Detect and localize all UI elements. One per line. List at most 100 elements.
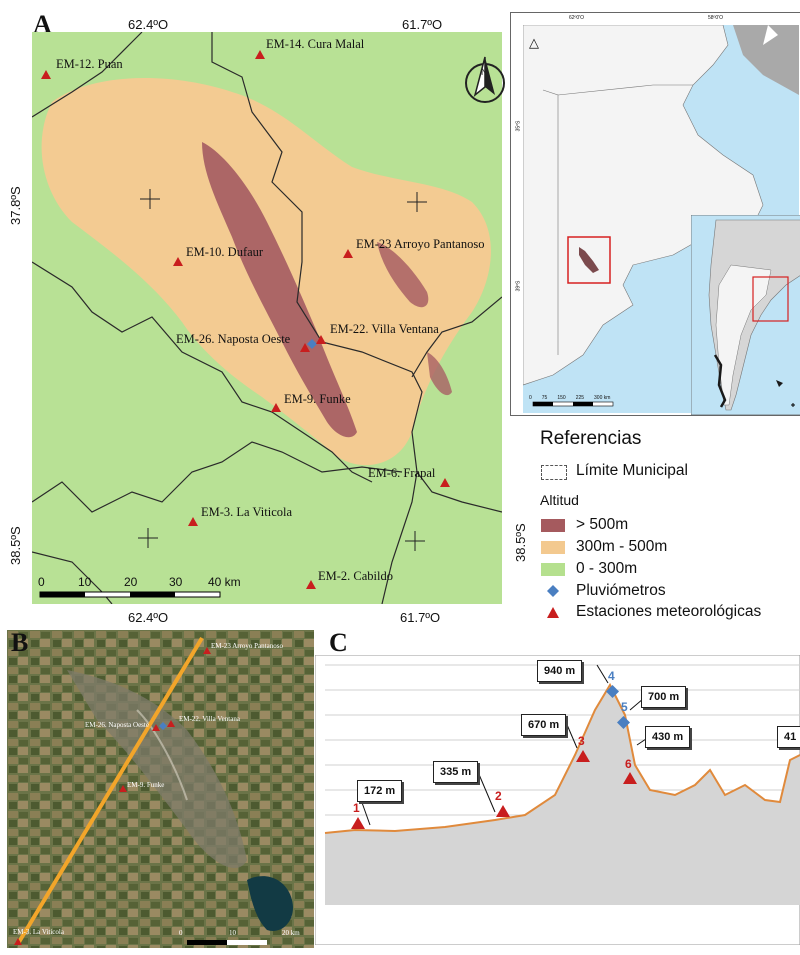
swatch-mid — [541, 541, 565, 554]
legend-mid-label: 300m - 500m — [576, 538, 668, 555]
profile-station-icon — [351, 817, 365, 829]
scale-label-40: 40 km — [208, 575, 241, 589]
station-icon — [343, 249, 353, 258]
inset-left-coord-2: 39ºS — [515, 280, 522, 292]
terrain-map — [32, 32, 502, 604]
elevation-callout-5: 700 m — [641, 686, 687, 708]
legend-altitude-title: Altitud — [540, 492, 579, 508]
inset-scale-225: 225 — [575, 395, 585, 401]
elevation-callout-1: 172 m — [357, 780, 403, 802]
station-label-naposta-oeste: EM-26. Naposta Oeste — [176, 332, 291, 346]
station-icon — [306, 580, 316, 589]
elevation-callout-6: 430 m — [645, 726, 691, 748]
station-label-villa-ventana: EM-22. Villa Ventana — [330, 322, 439, 336]
station-icon — [41, 70, 51, 79]
profile-station-icon — [496, 805, 510, 817]
elevation-callout-7: 41 — [777, 726, 800, 748]
profile-pluviometer-icon — [617, 716, 630, 729]
station-icon — [271, 403, 281, 412]
legend-low-label: 0 - 300m — [576, 560, 638, 577]
legend: Referencias Límite Municipal Altitud > 5… — [520, 428, 800, 628]
sat-label-villa-ventana: EM-22. Villa Ventana — [179, 715, 240, 723]
bottom-coord-1: 62.4ºO — [128, 610, 169, 625]
station-icon — [255, 50, 265, 59]
inset-map-graphic — [523, 25, 799, 413]
profile-station-icon — [576, 750, 590, 762]
point-number-1: 1 — [353, 801, 360, 815]
station-label-frapal: EM-6. Frapal — [368, 466, 436, 480]
point-number-6: 6 — [625, 757, 632, 771]
station-label-la-viticola: EM-3. La Viticola — [201, 505, 293, 519]
station-icon — [316, 335, 326, 344]
swatch-low — [541, 563, 565, 576]
inset-left-coord-1: 35ºS — [515, 120, 522, 132]
station-icon — [188, 517, 198, 526]
station-icon — [173, 257, 183, 266]
legend-pluvio-label: Pluviómetros — [576, 582, 666, 599]
station-icon — [167, 720, 175, 727]
sat-scale-20: 20 km — [282, 929, 300, 937]
satellite-image — [7, 630, 314, 948]
sat-label-arroyo-pantanoso: EM-23 Arroyo Pantanoso — [211, 642, 283, 650]
inset-scale-0: 0 — [529, 395, 532, 401]
pluviometer-icon — [307, 339, 317, 349]
scale-label-30: 30 — [169, 575, 183, 589]
station-icon — [152, 724, 160, 731]
sat-scale-10: 10 — [229, 929, 236, 937]
inset-north-icon: △ — [529, 35, 539, 50]
station-label-cabildo: EM-2. Cabildo — [318, 569, 393, 583]
inset-scale-150: 150 — [557, 395, 566, 401]
pluviometer-legend-icon — [547, 585, 559, 597]
station-label-cura-malal: EM-14. Cura Malal — [266, 37, 365, 51]
scale-label-20: 20 — [124, 575, 138, 589]
inset-scale-75: 75 — [541, 395, 548, 401]
panel-a-letter: A — [33, 10, 52, 39]
scale-label-0: 0 — [38, 575, 45, 589]
inset-top-coord-2: 58º0'O — [708, 15, 724, 21]
station-label-arroyo-pantanoso: EM-23 Arroyo Pantanoso — [356, 237, 485, 251]
station-label-funke: EM-9. Funke — [284, 392, 351, 406]
bottom-coord-2: 61.7ºO — [400, 610, 441, 625]
elevation-callout-3: 670 m — [521, 714, 567, 736]
sat-label-la-viticola: EM-3. La Viticola — [13, 928, 64, 936]
sat-scale-0: 0 — [179, 929, 183, 937]
station-icon — [300, 343, 310, 352]
legend-municipal-label: Límite Municipal — [576, 462, 688, 479]
profile-station-icon — [623, 772, 637, 784]
point-number-3: 3 — [578, 734, 585, 748]
station-icon — [119, 785, 127, 792]
legend-high-label: > 500m — [576, 516, 629, 533]
pluviometer-icon — [159, 722, 167, 730]
svg-text:N: N — [481, 67, 488, 77]
north-arrow-icon: N — [465, 56, 505, 103]
point-number-4: 4 — [608, 669, 615, 683]
station-icon — [14, 938, 22, 945]
top-coord-1: 62.4ºO — [128, 17, 169, 32]
left-coord-1: 37.8ºS — [8, 186, 23, 225]
sat-label-naposta-oeste: EM-26. Naposta Oeste — [85, 721, 149, 729]
inset-scale-labels: 0 75 150 225 300 km — [529, 395, 639, 401]
panel-c: C 1 2 3 4 5 6 172 m 335 m 670 m 940 m 7 — [315, 628, 800, 948]
profile-pluviometer-icon — [606, 685, 619, 698]
point-number-2: 2 — [495, 789, 502, 803]
elevation-callout-2: 335 m — [433, 761, 479, 783]
sat-label-funke: EM-9. Funke — [127, 781, 165, 789]
station-icon — [440, 478, 450, 487]
station-icon — [203, 647, 211, 654]
elevation-profile — [315, 655, 800, 945]
panel-b-letter: B — [11, 628, 29, 657]
swatch-high — [541, 519, 565, 532]
station-label-puan: EM-12. Puan — [56, 57, 123, 71]
panel-a: A 62.4ºO 61.7ºO 62.4ºO 61.7ºO 37.8ºS 38.… — [0, 0, 528, 630]
point-number-5: 5 — [621, 700, 628, 714]
scale-label-10: 10 — [78, 575, 92, 589]
elevation-callout-4: 940 m — [537, 660, 583, 682]
panel-c-letter: C — [329, 628, 348, 657]
station-legend-icon — [547, 607, 559, 618]
panel-b: B EM-23 Arroyo Pantanoso EM-26. Naposta … — [7, 628, 314, 948]
south-america-inset — [691, 215, 800, 415]
station-label-dufaur: EM-10. Dufaur — [186, 245, 264, 259]
municipal-boundary-swatch — [541, 465, 567, 480]
legend-stations-label: Estaciones meteorológicas — [576, 603, 762, 620]
left-coord-2: 38.5ºS — [8, 526, 23, 565]
